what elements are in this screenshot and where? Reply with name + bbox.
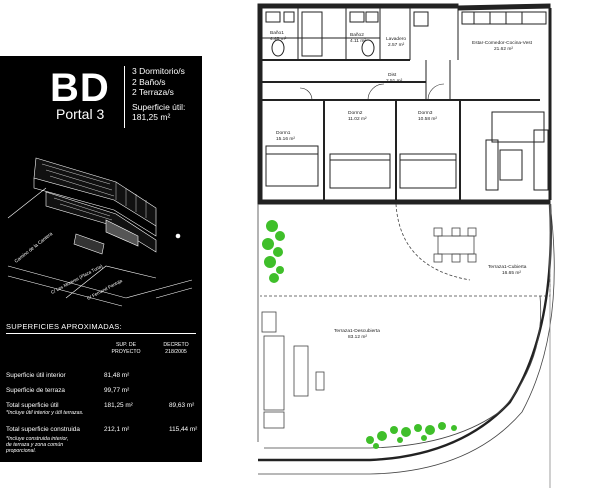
feature-bedrooms: 3 Dormitorio/s: [132, 66, 185, 76]
wall-bottom-interior: [257, 199, 551, 205]
building-site-drawing: Camino de la Cantera C/ Les Moreres (Pla…: [7, 157, 193, 307]
room-terraza-cubierta-name: Terraza1-Cubierta: [488, 264, 527, 270]
apartment-code: BD: [50, 66, 110, 110]
features-list: 3 Dormitorio/s 2 Baño/s 2 Terraza/s Supe…: [132, 66, 185, 123]
room-terraza-descubierta-area: 83.12 m²: [348, 334, 367, 340]
surface-value: 181,25 m²: [132, 112, 171, 122]
wall-left: [257, 7, 263, 205]
room-dorm2-area: 11.02 m²: [348, 116, 367, 122]
floor-plan: Baño1 4.40 m² Baño2 4.11 m² Lavadero 2.5…: [257, 3, 555, 488]
surface-label: Superficie útil:: [132, 101, 186, 112]
room-lavadero-name: Lavadero: [386, 36, 406, 42]
street-label-cantera: Camino de la Cantera: [14, 231, 55, 265]
room-dorm3-area: 10.58 m²: [418, 116, 437, 122]
wall-top: [257, 3, 459, 9]
vegetation: [262, 220, 457, 449]
room-dist-area: 2.51 m²: [386, 78, 403, 84]
room-terraza-cubierta-area: 16.65 m²: [502, 270, 521, 276]
note-construida: *Incluye construida interior, de terraza…: [6, 436, 69, 454]
surfaces-title: SUPERFICIES APROXIMADAS:: [6, 322, 122, 331]
room-dorm2-name: Dorm2: [348, 110, 363, 116]
room-dist-name: Dist: [388, 72, 397, 78]
street-label-moreres: C/ Les Moreres (Plaza Turia): [50, 263, 104, 295]
note-util: *Incluye útil interior y útil terrazas.: [6, 410, 84, 416]
room-estar-name: Estar-Comedor-Cocina-Vest: [472, 40, 533, 46]
room-dorm1-name: Dorm1: [276, 130, 291, 136]
room-bano1-area: 4.40 m²: [270, 36, 287, 42]
header-divider: [124, 66, 125, 128]
room-bano1-name: Baño1: [270, 30, 284, 36]
room-bano2-name: Baño2: [350, 32, 364, 38]
portal-label: Portal 3: [56, 106, 105, 122]
surfaces-divider: [6, 333, 196, 334]
feature-terraces: 2 Terraza/s: [132, 87, 174, 97]
room-dorm3-name: Dorm3: [418, 110, 433, 116]
room-terraza-descubierta-name: Terraza1-Descubierta: [334, 328, 380, 334]
room-estar-area: 21.62 m²: [494, 46, 513, 52]
feature-bathrooms: 2 Baño/s: [132, 76, 166, 87]
street-label-pantoja: C/ Fernand Pantoja: [86, 278, 123, 301]
room-bano2-area: 4.11 m²: [350, 38, 366, 44]
info-panel: BD Portal 3 3 Dormitorio/s 2 Baño/s 2 Te…: [0, 56, 202, 462]
room-lavadero-area: 2.57 m²: [388, 42, 405, 48]
room-dorm1-area: 15.16 m²: [276, 136, 295, 142]
